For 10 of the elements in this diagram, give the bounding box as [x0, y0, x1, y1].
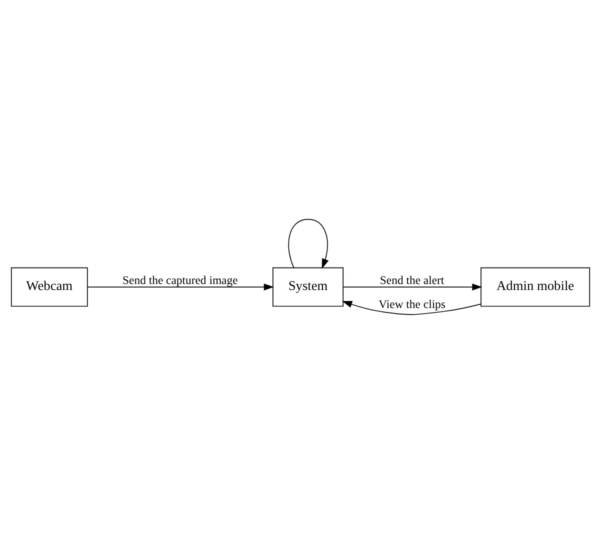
edge-label: Send the captured image	[122, 273, 238, 286]
arrow	[342, 283, 482, 290]
edge-label: Send the alert	[380, 273, 444, 286]
edge-label: View the clips	[378, 298, 446, 311]
arrow	[87, 283, 274, 290]
arrow	[342, 300, 482, 314]
node-box: Webcam	[10, 266, 88, 306]
node-box: Admin mobile	[480, 266, 590, 306]
node-box: System	[272, 266, 344, 306]
arrow	[288, 218, 329, 268]
